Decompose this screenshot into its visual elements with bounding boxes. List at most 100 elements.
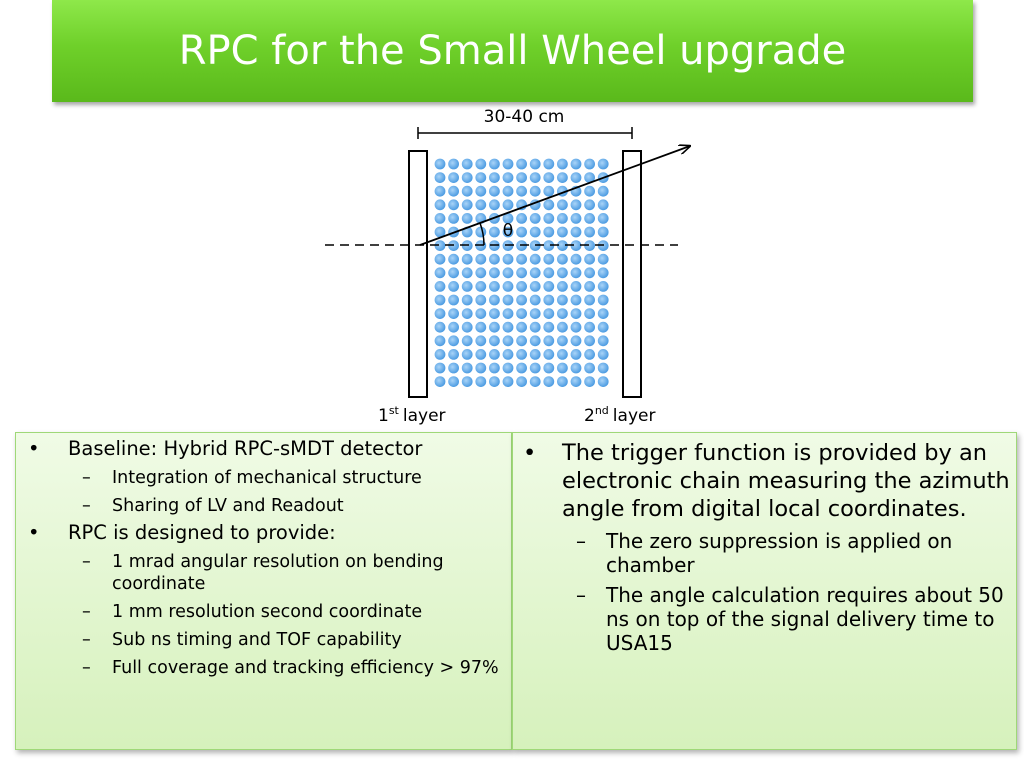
- tube-dot: [489, 321, 500, 333]
- first-layer-plate: [408, 150, 428, 398]
- tube-dot: [461, 308, 473, 319]
- dash-glyph: –: [82, 468, 91, 488]
- tube-dot: [516, 226, 527, 238]
- tube-dot: [543, 185, 555, 197]
- tube-dot: [597, 294, 609, 306]
- tube-dot: [461, 362, 473, 374]
- left-sub-2-2: – 1 mm resolution second coordinate: [16, 601, 511, 623]
- tube-dot: [434, 158, 446, 170]
- second-layer-sup: nd: [595, 404, 609, 417]
- left-sub-2-1: – 1 mrad angular resolution on bending c…: [16, 551, 511, 595]
- tube-dot: [597, 226, 609, 238]
- tube-dot: [461, 213, 473, 224]
- tube-dot: [502, 158, 514, 170]
- tube-dot: [434, 321, 446, 333]
- tube-dot: [529, 226, 541, 238]
- tube-dot: [516, 376, 527, 387]
- bullet-glyph: •: [28, 521, 40, 544]
- tube-dot: [570, 281, 582, 292]
- tube-dot: [461, 281, 473, 292]
- tube-dot: [557, 253, 568, 265]
- bullet-glyph: •: [523, 440, 537, 466]
- tube-dot: [557, 376, 568, 387]
- second-layer-word: layer: [613, 406, 656, 426]
- dash-glyph: –: [82, 496, 91, 516]
- tube-dot: [448, 185, 459, 197]
- tube-dot: [502, 253, 514, 265]
- tube-dot: [475, 253, 487, 265]
- tube-dot: [597, 199, 609, 211]
- second-layer-number: 2: [584, 406, 595, 426]
- tube-dot: [597, 267, 609, 279]
- tube-dot: [557, 321, 568, 333]
- tube-dot: [597, 376, 609, 387]
- tube-dot: [529, 294, 541, 306]
- tube-dot: [448, 253, 459, 265]
- tube-dot: [448, 199, 459, 211]
- tube-dot: [461, 158, 473, 170]
- first-layer-sup: st: [389, 404, 400, 417]
- tube-dot: [597, 158, 609, 170]
- tube-dot: [570, 308, 582, 319]
- left-sub-2-4-text: Full coverage and tracking efficiency > …: [112, 658, 499, 678]
- tube-dot: [543, 308, 555, 319]
- tube-dot: [584, 213, 595, 224]
- tube-dot: [448, 308, 459, 319]
- tube-dot: [434, 226, 446, 238]
- left-sub-1-2-text: Sharing of LV and Readout: [112, 496, 344, 516]
- tube-dot: [475, 321, 487, 333]
- bullet-glyph: •: [28, 437, 40, 460]
- tube-dot: [529, 308, 541, 319]
- tube-dot: [434, 199, 446, 211]
- tube-dot: [557, 226, 568, 238]
- tube-dot: [475, 294, 487, 306]
- tube-dot: [516, 362, 527, 374]
- tube-dot: [570, 199, 582, 211]
- tube-dot: [570, 321, 582, 333]
- tube-dot: [529, 158, 541, 170]
- tube-dot: [461, 321, 473, 333]
- tube-dot: [570, 240, 582, 252]
- tube-dot: [475, 362, 487, 374]
- tube-dot: [597, 349, 609, 360]
- title-bar: RPC for the Small Wheel upgrade: [52, 0, 973, 102]
- tube-dot: [557, 240, 568, 252]
- tube-dot: [448, 376, 459, 387]
- tube-dot: [529, 335, 541, 347]
- tube-dot: [529, 376, 541, 387]
- tube-dot: [475, 376, 487, 387]
- tube-dot: [434, 172, 446, 184]
- tube-dot: [502, 335, 514, 347]
- tube-dot: [543, 281, 555, 292]
- tube-dot: [461, 267, 473, 279]
- tube-dot: [529, 213, 541, 224]
- tube-dot: [584, 226, 595, 238]
- tube-dot: [448, 349, 459, 360]
- tube-dot: [516, 253, 527, 265]
- left-sub-2-2-text: 1 mm resolution second coordinate: [112, 602, 423, 622]
- track-arrow: [419, 146, 690, 246]
- tube-dot: [597, 213, 609, 224]
- tube-dot: [516, 349, 527, 360]
- tube-dot: [461, 199, 473, 211]
- tube-dot: [502, 199, 514, 211]
- tube-dot: [434, 335, 446, 347]
- tube-dot: [584, 362, 595, 374]
- tube-dot: [584, 185, 595, 197]
- tube-dot: [529, 281, 541, 292]
- tube-dot: [489, 172, 500, 184]
- tube-dot: [516, 321, 527, 333]
- tube-dot: [516, 281, 527, 292]
- tube-dot: [475, 199, 487, 211]
- tube-dot: [543, 362, 555, 374]
- tube-dot: [461, 185, 473, 197]
- tube-dot: [584, 308, 595, 319]
- tube-dot: [570, 294, 582, 306]
- tube-dot: [584, 335, 595, 347]
- tube-dot: [502, 213, 514, 224]
- tube-dot: [434, 294, 446, 306]
- right-bullet-1: • The trigger function is provided by an…: [513, 439, 1016, 523]
- tube-dot: [557, 308, 568, 319]
- tube-dot: [502, 172, 514, 184]
